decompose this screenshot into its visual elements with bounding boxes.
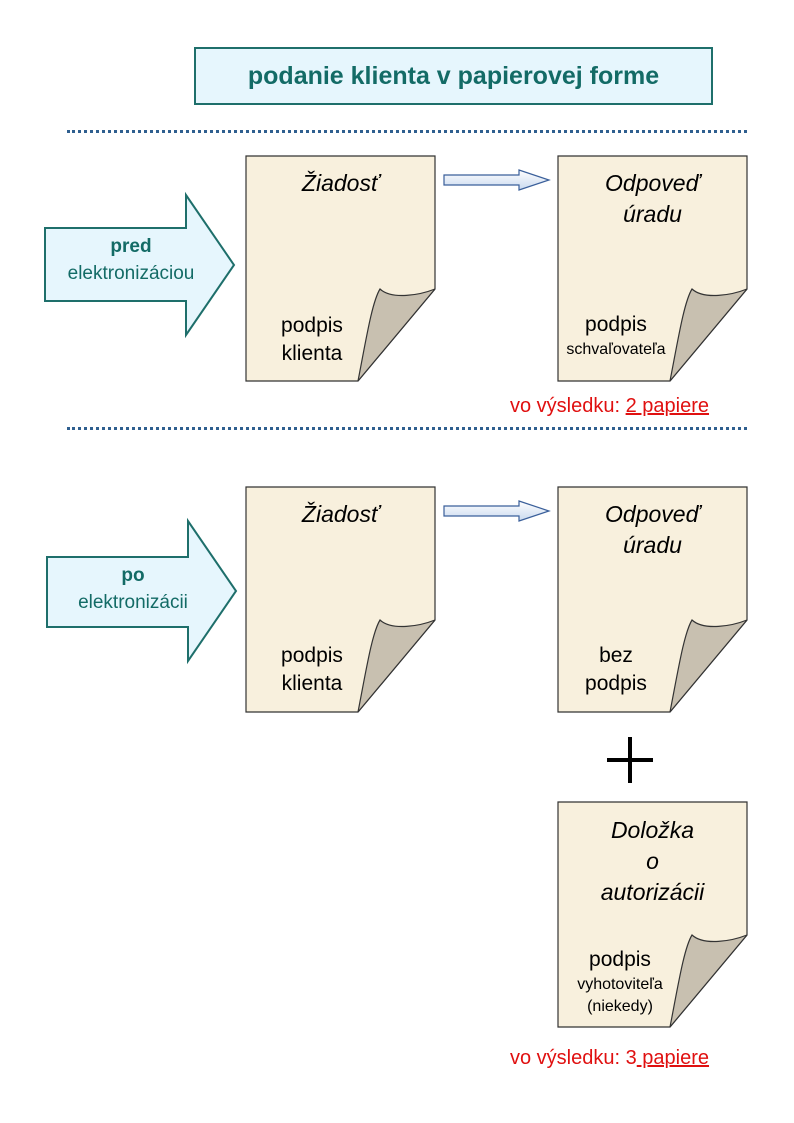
arrow-label-text: elektronizáciou — [67, 263, 195, 284]
doc-title-line: Doložka — [610, 817, 695, 843]
doc-title-line: Žiadosť — [301, 170, 380, 196]
doc-signature-line: podpis — [589, 948, 651, 971]
result-text: vo výsledku: 3 papiere — [510, 1047, 709, 1070]
document-icon — [557, 486, 748, 713]
doc-title: Doložka o autorizácii — [558, 815, 747, 908]
doc-signature-line: klienta — [281, 672, 343, 695]
doc-title-line: o — [646, 848, 659, 874]
doc-signature-line: podpis — [585, 672, 647, 695]
divider-top — [67, 130, 747, 133]
plus-icon — [607, 737, 653, 783]
doc-title-line: Odpoveď — [605, 170, 700, 196]
document-icon — [245, 486, 436, 713]
page-title: podanie klienta v papierovej forme — [194, 47, 713, 105]
small-arrow-icon — [443, 169, 551, 191]
big-arrow-icon — [44, 191, 236, 339]
document-icon — [245, 155, 436, 382]
doc-signature: podpis vyhotoviteľa (niekedy) — [557, 946, 683, 1018]
divider-middle — [67, 427, 747, 430]
doc-title-line: Odpoveď — [605, 501, 700, 527]
doc-title-line: úradu — [623, 532, 682, 558]
arrow-label-po: po elektronizácii — [47, 562, 219, 616]
doc-signature-line: vyhotoviteľa — [577, 976, 663, 993]
doc-title: Žiadosť — [246, 499, 435, 530]
doc-signature-line: bez — [599, 644, 633, 667]
doc-signature: bez podpis — [566, 642, 666, 698]
doc-title-line: úradu — [623, 201, 682, 227]
doc-signature: podpis klienta — [262, 312, 362, 368]
doc-signature-line: (niekedy) — [587, 998, 653, 1015]
result-count: papiere — [636, 1047, 710, 1069]
result-prefix: vo výsledku: 3 — [510, 1047, 637, 1069]
small-arrow-icon — [443, 500, 551, 522]
doc-signature: podpis schvaľovateľa — [556, 311, 676, 361]
doc-signature: podpis klienta — [262, 642, 362, 698]
arrow-label-bold: pred — [110, 236, 152, 257]
doc-title-line: autorizácii — [600, 879, 705, 905]
doc-signature-line: klienta — [281, 342, 343, 365]
doc-title: Odpoveď úradu — [558, 499, 747, 561]
doc-signature-line: podpis — [281, 314, 343, 337]
document-icon — [557, 801, 748, 1028]
doc-signature-line: schvaľovateľa — [566, 341, 666, 358]
doc-signature-line: podpis — [281, 644, 343, 667]
result-prefix: vo výsledku: — [510, 395, 626, 417]
big-arrow-icon — [46, 517, 238, 665]
arrow-label-bold: po — [121, 565, 145, 586]
result-text: vo výsledku: 2 papiere — [510, 395, 709, 418]
result-count: 2 papiere — [625, 395, 710, 417]
doc-title-line: Žiadosť — [301, 501, 380, 527]
document-icon — [557, 155, 748, 382]
arrow-label-pred: pred elektronizáciou — [45, 233, 217, 287]
arrow-label-text: elektronizácii — [78, 592, 188, 613]
doc-title: Žiadosť — [246, 168, 435, 199]
doc-title: Odpoveď úradu — [558, 168, 747, 230]
doc-signature-line: podpis — [585, 313, 647, 336]
